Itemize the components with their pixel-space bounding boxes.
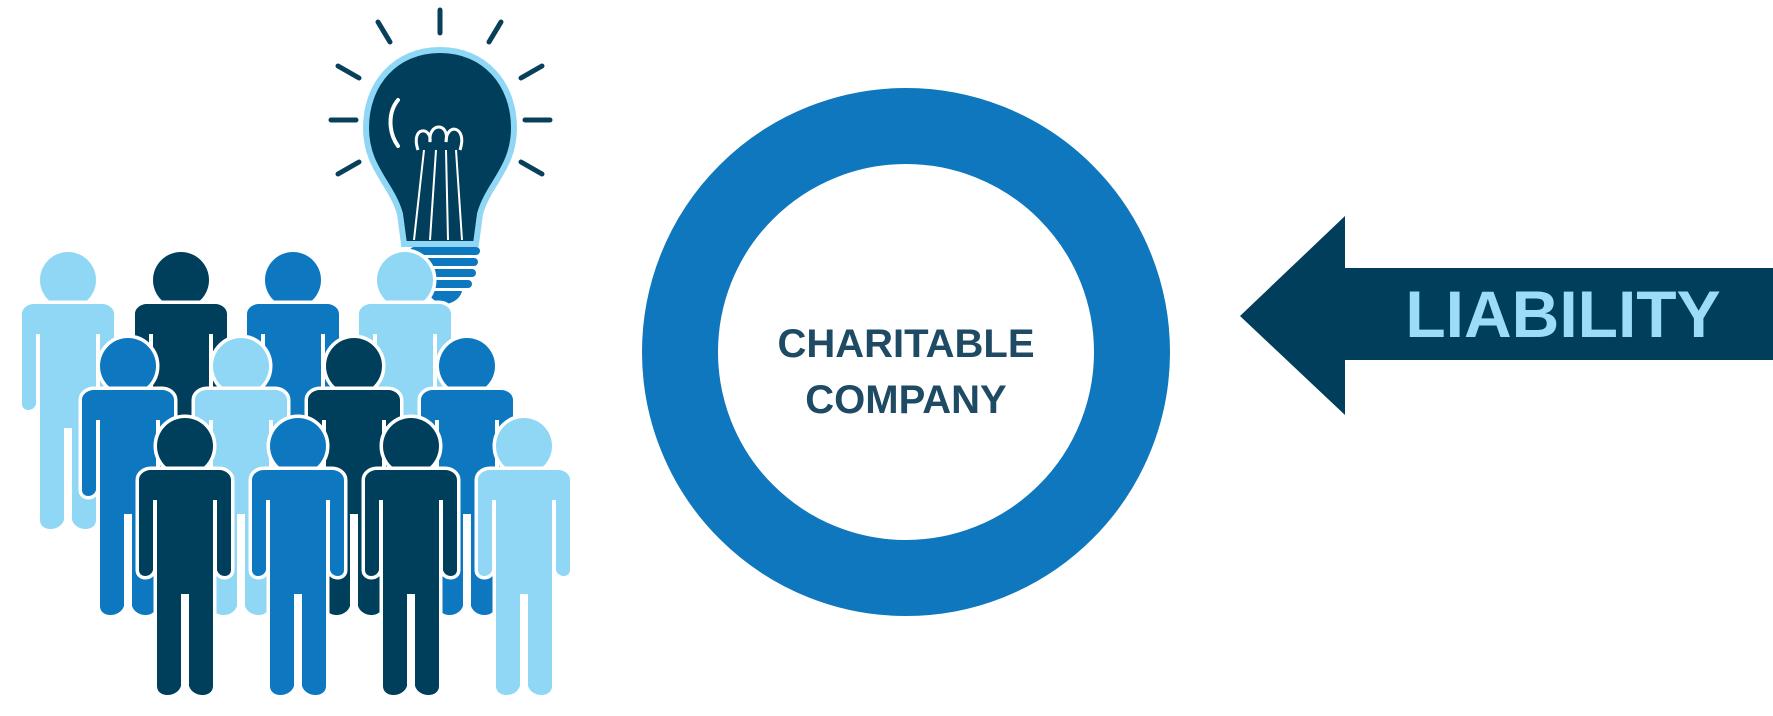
lightbulb-rays bbox=[328, 7, 553, 177]
lightbulb-icon bbox=[328, 7, 553, 304]
liability-arrow: LIABILITY bbox=[1240, 216, 1773, 415]
charitable-company-ring: CHARITABLE COMPANY bbox=[642, 88, 1170, 616]
people-group-icon bbox=[22, 252, 570, 695]
arrow-label: LIABILITY bbox=[1405, 277, 1720, 351]
lightbulb-glass bbox=[362, 46, 518, 247]
circle-label-line2: COMPANY bbox=[805, 378, 1007, 422]
circle-label-line1: CHARITABLE bbox=[777, 322, 1034, 366]
